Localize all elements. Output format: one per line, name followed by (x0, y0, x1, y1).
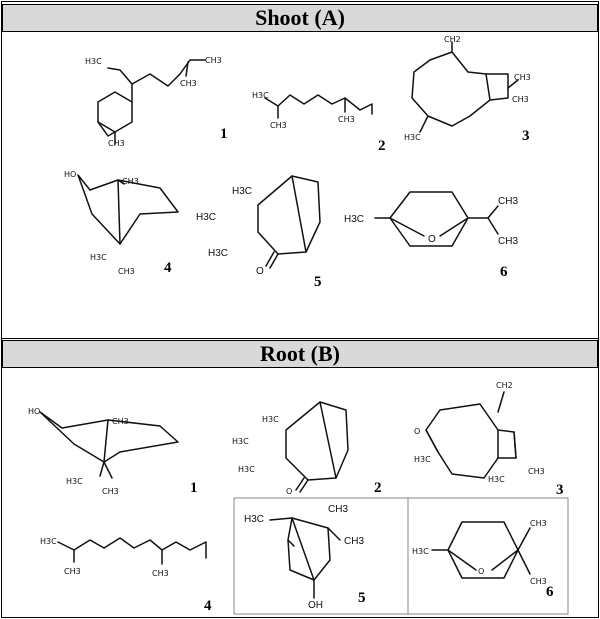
root-m2-label-4: O (286, 487, 292, 496)
shoot-m1-number: 1 (220, 126, 228, 142)
section-divider (2, 338, 598, 339)
root-m3-label-3: H3C (414, 455, 431, 464)
root-m6-label-3: CH3 (530, 519, 547, 528)
root-m1-label-1: HO (28, 407, 40, 416)
shoot-m5-label-4: O (256, 266, 264, 277)
root-m3-number: 3 (556, 482, 564, 498)
root-m4-label-3: CH3 (152, 569, 169, 578)
root-m6-label-2: O (478, 567, 484, 576)
root-m2-label-1: H3C (262, 415, 279, 424)
root-m1-label-2: CH3 (112, 417, 129, 426)
shoot-m5-number: 5 (314, 274, 322, 290)
shoot-molecule-5: H3C H3C H3C O 5 (196, 175, 322, 290)
root-m6-number: 6 (546, 584, 554, 600)
shoot-m3-label-2: CH3 (514, 73, 531, 82)
root-molecule-5: H3C CH3 CH3 OH 5 (233, 497, 409, 615)
shoot-m4-label-1: HO (64, 170, 76, 179)
shoot-m2-label-2: CH3 (270, 121, 287, 130)
shoot-m4-label-4: CH3 (118, 267, 135, 276)
shoot-m4-label-2: CH3 (122, 177, 139, 186)
shoot-m3-label-3: CH3 (512, 95, 529, 104)
root-m6-box (407, 497, 569, 615)
root-m1-number: 1 (190, 480, 198, 496)
root-molecule-3: CH2 O H3C H3C CH3 3 (414, 381, 564, 498)
shoot-molecule-3: CH2 CH3 CH3 H3C 3 (404, 35, 531, 144)
shoot-m3-number: 3 (522, 128, 530, 144)
root-m2-number: 2 (374, 480, 382, 496)
shoot-m6-label-4: CH3 (498, 236, 518, 247)
root-m5-number: 5 (358, 590, 366, 606)
root-section-title: Root (B) (2, 340, 598, 368)
root-m2-label-3: H3C (238, 465, 255, 474)
root-m5-label-3: CH3 (344, 536, 364, 547)
shoot-m1-label-3: CH3 (180, 79, 197, 88)
root-m4-label-2: CH3 (64, 567, 81, 576)
shoot-m2-label-1: H3C (252, 91, 269, 100)
root-molecule-6: H3C O CH3 CH3 6 (407, 497, 569, 615)
shoot-m4-number: 4 (164, 260, 172, 276)
shoot-m3-label-1: CH2 (444, 35, 461, 44)
root-m1-label-3: H3C (66, 477, 83, 486)
root-molecule-1: HO CH3 H3C CH3 1 (28, 407, 198, 496)
root-m2-label-2: H3C (232, 437, 249, 446)
root-m5-label-4: OH (308, 600, 323, 611)
root-m4-label-1: H3C (40, 537, 57, 546)
shoot-m1-label-4: CH3 (108, 139, 125, 148)
shoot-m3-label-4: H3C (404, 133, 421, 142)
shoot-molecule-1: H3C CH3 CH3 CH3 1 (85, 56, 228, 148)
root-m4-number: 4 (204, 598, 212, 614)
root-m3-label-4: H3C (488, 475, 505, 484)
root-m5-label-1: H3C (244, 514, 264, 525)
shoot-m2-number: 2 (378, 138, 386, 154)
root-m5-label-2: CH3 (328, 504, 348, 515)
root-molecule-2: H3C H3C H3C O 2 (232, 401, 382, 496)
shoot-molecule-4: HO CH3 H3C CH3 4 (64, 170, 179, 276)
shoot-m6-label-1: H3C (344, 214, 364, 225)
shoot-section-title: Shoot (A) (2, 4, 598, 32)
shoot-molecule-6: H3C O CH3 CH3 6 (344, 191, 518, 280)
root-m3-label-1: CH2 (496, 381, 513, 390)
root-m6-label-1: H3C (412, 547, 429, 556)
shoot-m6-number: 6 (500, 264, 508, 280)
root-m1-label-4: CH3 (102, 487, 119, 496)
shoot-molecule-2: H3C CH3 CH3 2 (252, 91, 386, 154)
shoot-m6-label-3: CH3 (498, 196, 518, 207)
shoot-m2-label-3: CH3 (338, 115, 355, 124)
shoot-m5-label-3: H3C (208, 248, 228, 259)
shoot-m6-label-2: O (428, 234, 436, 245)
shoot-m1-label-1: H3C (85, 57, 102, 66)
shoot-m5-label-1: H3C (232, 186, 252, 197)
root-molecule-4: H3C CH3 CH3 4 (40, 537, 212, 614)
root-m6-label-4: CH3 (530, 577, 547, 586)
shoot-m5-label-2: H3C (196, 212, 216, 223)
shoot-m4-label-3: H3C (90, 253, 107, 262)
shoot-m1-label-2: CH3 (205, 56, 222, 65)
root-m3-label-5: CH3 (528, 467, 545, 476)
root-m3-label-2: O (414, 427, 420, 436)
